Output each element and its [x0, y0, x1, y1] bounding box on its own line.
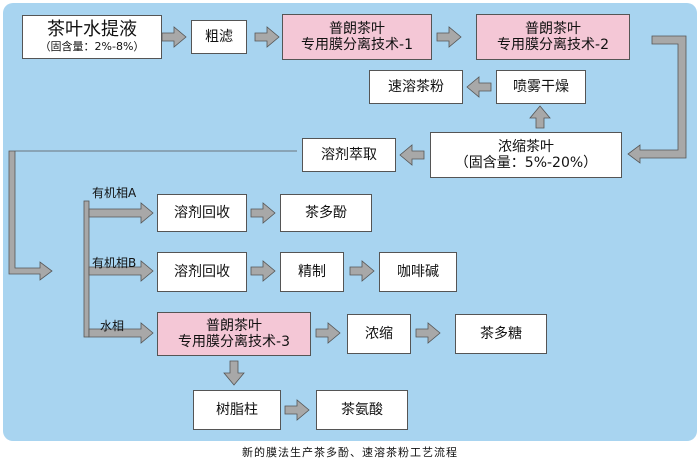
node-tea-extract-title: 茶叶水提液	[47, 19, 137, 41]
node-tea-polysaccharide-label: 茶多糖	[480, 325, 522, 342]
node-concentration-label: 浓缩	[365, 325, 393, 342]
node-membrane-2: 普朗茶叶 专用膜分离技术-2	[476, 14, 630, 60]
arrow-concentrate-to-solvent	[399, 144, 425, 166]
branch-label-organic-b: 有机相B	[92, 256, 137, 270]
arrow-refine-to-caffeine	[349, 260, 375, 282]
node-concentrated-tea-title: 浓缩茶叶	[498, 138, 554, 155]
node-membrane-3: 普朗茶叶 专用膜分离技术-3	[157, 312, 311, 356]
node-spray-drying-label: 喷雾干燥	[513, 78, 569, 95]
arrow-branch-organic-b	[88, 260, 154, 282]
arrow-recov-a-to-polyphenol	[250, 202, 276, 224]
arrow-resin-to-theanine	[284, 399, 310, 421]
arrow-concentrate2-to-polysac	[415, 322, 441, 344]
node-concentration: 浓缩	[347, 314, 411, 354]
node-caffeine-label: 咖啡碱	[397, 263, 439, 280]
node-membrane-1-line2: 专用膜分离技术-1	[301, 37, 413, 53]
node-membrane-1: 普朗茶叶 专用膜分离技术-1	[282, 14, 432, 60]
arrow-membrane3-to-concentrate2	[315, 322, 341, 344]
arrow-extract-to-coarse	[161, 26, 187, 48]
node-concentrated-tea-subtitle: （固含量：5%-20%）	[454, 155, 598, 171]
node-tea-extract-subtitle: （固含量：2%-8%）	[39, 40, 145, 54]
node-membrane-3-line1: 普朗茶叶	[206, 317, 262, 334]
node-resin-column: 树脂柱	[193, 390, 281, 430]
arrow-recov-b-to-refine	[250, 260, 276, 282]
node-tea-polyphenol: 茶多酚	[280, 194, 372, 232]
node-solvent-recovery-a: 溶剂回收	[157, 194, 247, 232]
node-caffeine: 咖啡碱	[379, 252, 457, 292]
branch-label-aqueous: 水相	[100, 319, 125, 333]
arrow-branch-aqueous	[88, 322, 154, 344]
arrow-branch-organic-a	[88, 202, 154, 224]
arrow-membrane1-to-membrane2	[436, 26, 462, 48]
arrow-membrane2-to-concentrate	[627, 35, 687, 164]
node-solvent-extraction: 溶剂萃取	[302, 138, 396, 172]
node-coarse-filter: 粗滤	[191, 20, 247, 54]
node-tea-extract: 茶叶水提液 （固含量：2%-8%）	[22, 15, 162, 59]
node-spray-drying: 喷雾干燥	[496, 70, 586, 104]
node-membrane-3-line2: 专用膜分离技术-3	[178, 334, 290, 350]
node-tea-polyphenol-label: 茶多酚	[305, 204, 347, 221]
node-membrane-2-line1: 普朗茶叶	[525, 20, 581, 37]
node-tea-polysaccharide: 茶多糖	[455, 314, 547, 354]
node-resin-column-label: 树脂柱	[216, 401, 258, 418]
figure-caption: 新的膜法生产茶多酚、速溶茶粉工艺流程	[242, 446, 458, 459]
node-instant-powder-label: 速溶茶粉	[388, 78, 444, 95]
node-solvent-recovery-a-label: 溶剂回收	[174, 204, 230, 221]
node-theanine: 茶氨酸	[316, 390, 408, 430]
node-solvent-extraction-label: 溶剂萃取	[321, 146, 377, 163]
arrow-solvent-to-branches	[8, 150, 297, 281]
node-solvent-recovery-b: 溶剂回收	[157, 252, 247, 292]
node-membrane-2-line2: 专用膜分离技术-2	[497, 37, 609, 53]
arrow-spray-to-instant	[466, 76, 492, 98]
arrow-coarse-to-membrane1	[254, 26, 280, 48]
node-refine-label: 精制	[298, 263, 326, 280]
branch-trunk	[83, 200, 90, 338]
node-instant-powder: 速溶茶粉	[369, 70, 463, 104]
node-membrane-1-line1: 普朗茶叶	[329, 20, 385, 37]
branch-label-organic-a: 有机相A	[92, 186, 137, 200]
node-theanine-label: 茶氨酸	[341, 401, 383, 418]
node-solvent-recovery-b-label: 溶剂回收	[174, 263, 230, 280]
node-coarse-filter-label: 粗滤	[205, 28, 233, 45]
node-concentrated-tea: 浓缩茶叶 （固含量：5%-20%）	[430, 132, 622, 178]
arrow-membrane3-to-resin	[223, 360, 245, 386]
arrow-concentrate-to-spray	[529, 105, 551, 129]
node-refine: 精制	[280, 252, 344, 292]
